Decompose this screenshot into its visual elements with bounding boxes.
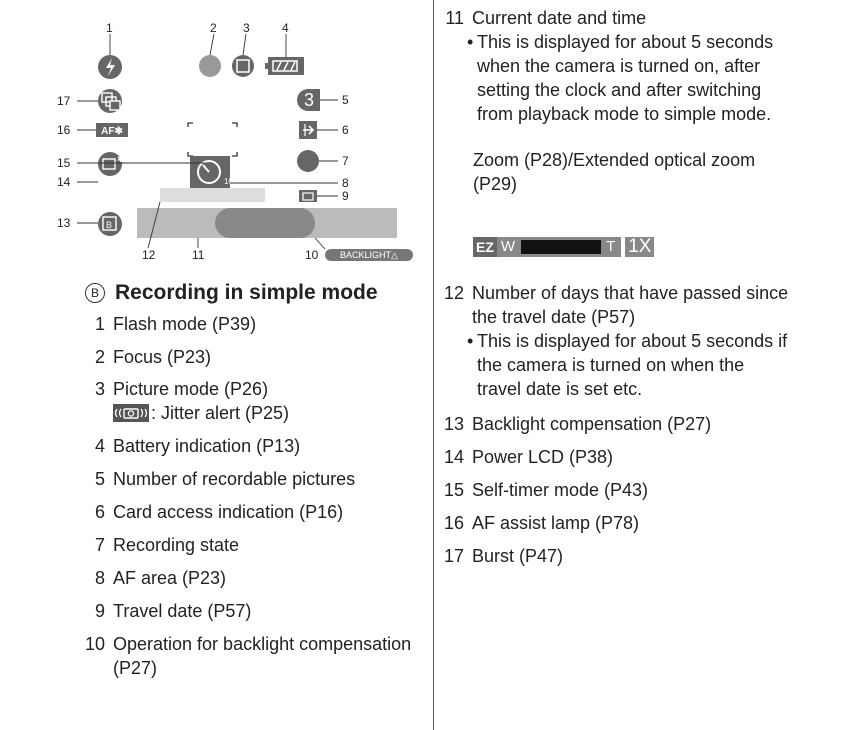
jitter-alert-line: : Jitter alert (P25): [113, 401, 289, 425]
power-lcd-icon: [98, 152, 122, 176]
callout-13: 13: [57, 216, 71, 230]
af-assist-label: AF✱: [101, 126, 123, 137]
callout-11: 11: [192, 248, 205, 262]
lcd-screen-illustration: 3 AF✱ ✱ 10 B BACKLIGHT: [57, 21, 413, 262]
callout-leaders: [77, 33, 338, 250]
bullet-line: travel date is set etc.: [477, 379, 643, 399]
callout-4: 4: [282, 21, 289, 35]
bullet-marker: •: [467, 331, 474, 351]
backlight-tag-label: BACKLIGHT△: [340, 250, 398, 260]
jitter-alert-icon: [113, 404, 149, 422]
section-title: Recording in simple mode: [115, 281, 378, 304]
callout-7: 7: [342, 154, 349, 168]
callout-14: 14: [57, 175, 71, 189]
zoom-t-label: T: [603, 237, 622, 257]
list-item-continuation: (P27): [113, 658, 158, 678]
zoom-value: 1X: [625, 237, 655, 257]
travel-days-bar: [160, 188, 265, 202]
recording-state-icon: [297, 150, 319, 172]
list-item-continuation: the travel date (P57): [472, 307, 636, 327]
backlight-bar: [215, 208, 315, 238]
self-timer-sub: 10: [224, 177, 233, 186]
zoom-w-label: W: [496, 237, 520, 257]
callout-17: 17: [57, 94, 71, 108]
callout-2: 2: [210, 21, 217, 35]
callout-1: 1: [106, 21, 113, 35]
ez-badge: EZ: [473, 237, 497, 257]
callout-12: 12: [142, 248, 156, 262]
backlight-tag: [325, 249, 413, 261]
section-marker: B: [85, 283, 105, 303]
zoom-indicator: EZ W T 1X: [473, 235, 655, 259]
callout-10: 10: [305, 248, 319, 262]
bullet-line: This is displayed for about 5 seconds if: [477, 331, 788, 351]
bullet-line: when the camera is turned on, after: [477, 56, 761, 76]
zoom-heading: Zoom (P28)/Extended optical zoom: [473, 150, 756, 170]
callout-5: 5: [342, 93, 349, 107]
callout-16: 16: [57, 123, 71, 137]
callout-8: 8: [342, 176, 349, 190]
callout-9: 9: [342, 189, 349, 203]
bullet-line: This is displayed for about 5 seconds: [477, 32, 774, 52]
callout-6: 6: [342, 123, 349, 137]
bullet-line: from playback mode to simple mode.: [477, 104, 772, 124]
zoom-track: [519, 237, 604, 257]
bullet-marker: •: [467, 32, 474, 52]
callout-15: 15: [57, 156, 71, 170]
af-assist-icon: [96, 123, 128, 137]
section-heading: B Recording in simple mode: [85, 281, 378, 305]
shots-remaining-value: 3: [304, 90, 314, 110]
picture-mode-icon: [232, 55, 254, 77]
callout-3: 3: [243, 21, 250, 35]
column-divider: [433, 0, 434, 730]
focus-icon: [199, 55, 221, 77]
bullet-line: setting the clock and after switching: [477, 80, 762, 100]
svg-text:B: B: [106, 220, 112, 230]
zoom-heading-cont: (P29): [473, 174, 518, 194]
bullet-line: the camera is turned on when the: [477, 355, 745, 375]
svg-text:✱: ✱: [117, 154, 125, 164]
lcd-diagram: 3 AF✱ ✱ 10 B BACKLIGHT: [55, 20, 415, 265]
af-area-brackets: [187, 122, 238, 157]
